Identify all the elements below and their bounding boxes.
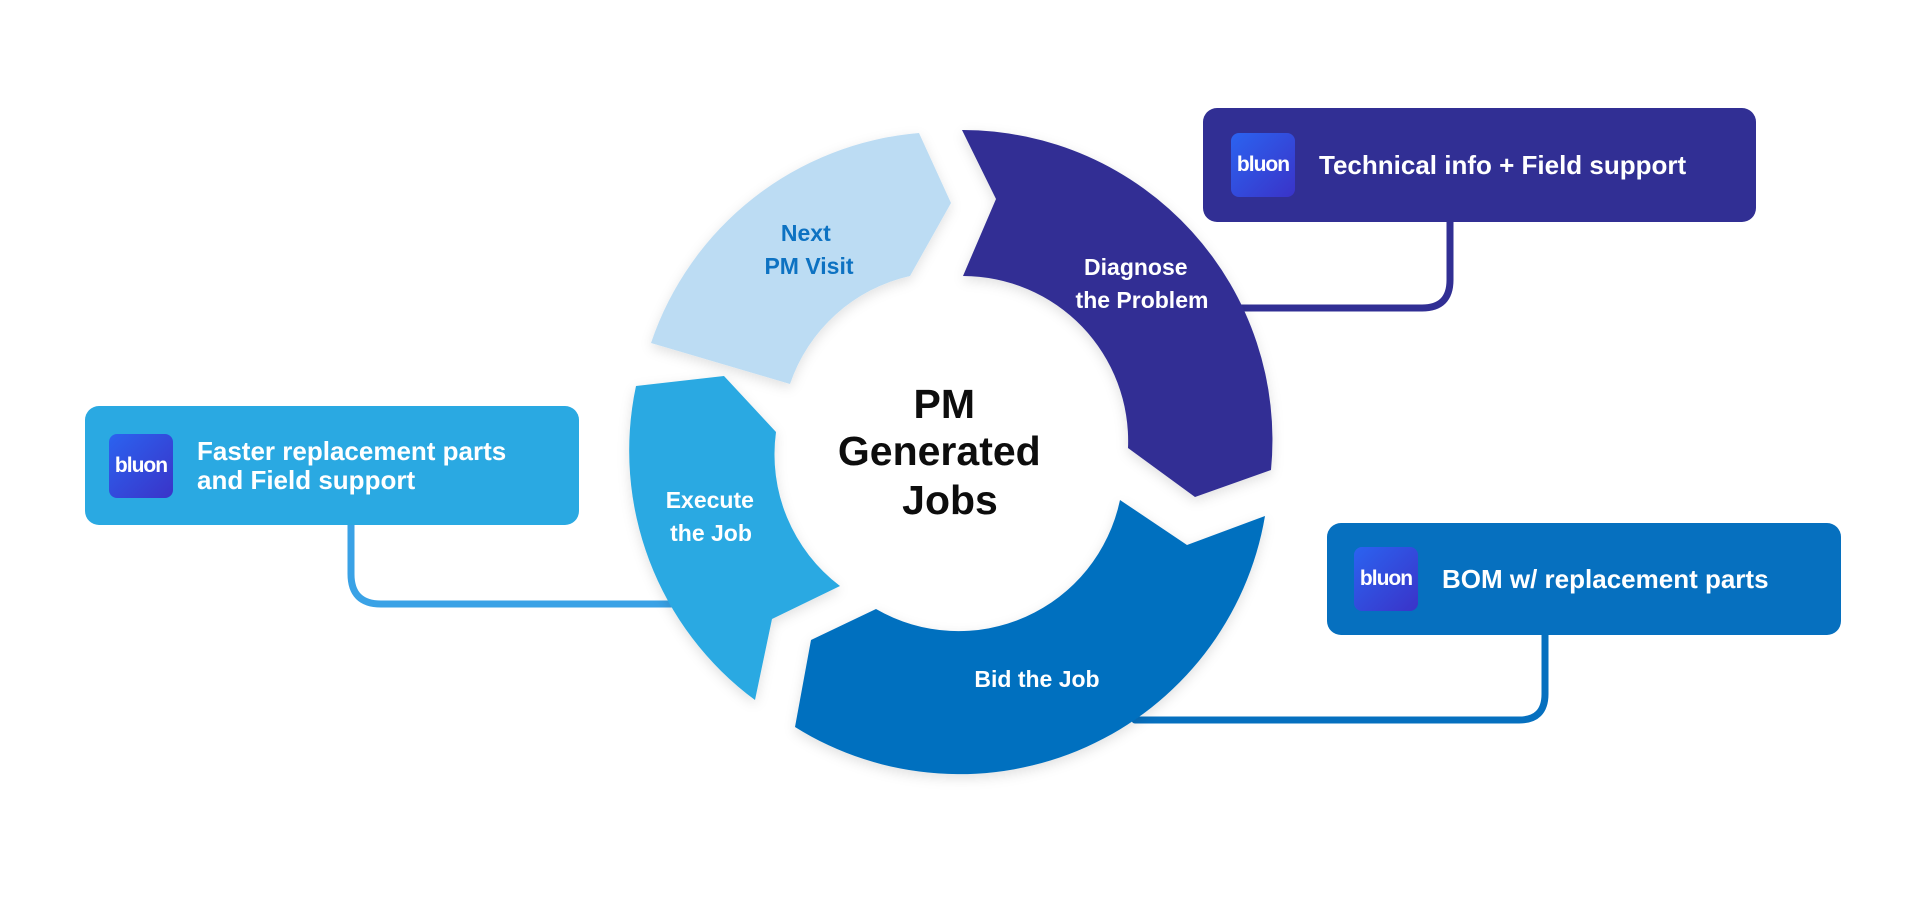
segment-next-pm-visit — [651, 133, 951, 384]
segment-bid — [795, 500, 1265, 775]
callout-technical-text: Technical info + Field support — [1319, 149, 1687, 180]
bluon-logo-icon: bluon — [109, 433, 173, 498]
segment-label-next-pm-visit: Next PM Visit — [764, 220, 853, 279]
segment-label-bid: Bid the Job — [974, 666, 1099, 692]
callout-bom: bluon BOM w/ replacement parts — [1327, 523, 1841, 635]
segment-label-diagnose: Diagnose the Problem — [1076, 254, 1209, 313]
segment-label-execute: Execute the Job — [666, 487, 761, 546]
bluon-logo-icon: bluon — [1354, 547, 1418, 611]
center-title: PM Generated Jobs — [838, 381, 1052, 523]
connector-parts — [347, 521, 699, 608]
segment-diagnose — [962, 129, 1273, 497]
segment-execute — [629, 376, 840, 700]
bluon-logo-icon: bluon — [1231, 133, 1295, 197]
callout-bom-text: BOM w/ replacement parts — [1442, 563, 1769, 594]
callout-parts-text: Faster replacement parts and Field suppo… — [197, 435, 507, 495]
callout-parts: bluon Faster replacement parts and Field… — [85, 406, 579, 525]
callout-technical: bluon Technical info + Field support — [1203, 108, 1756, 222]
connector-technical — [1231, 218, 1454, 312]
connector-bom — [1131, 631, 1549, 724]
